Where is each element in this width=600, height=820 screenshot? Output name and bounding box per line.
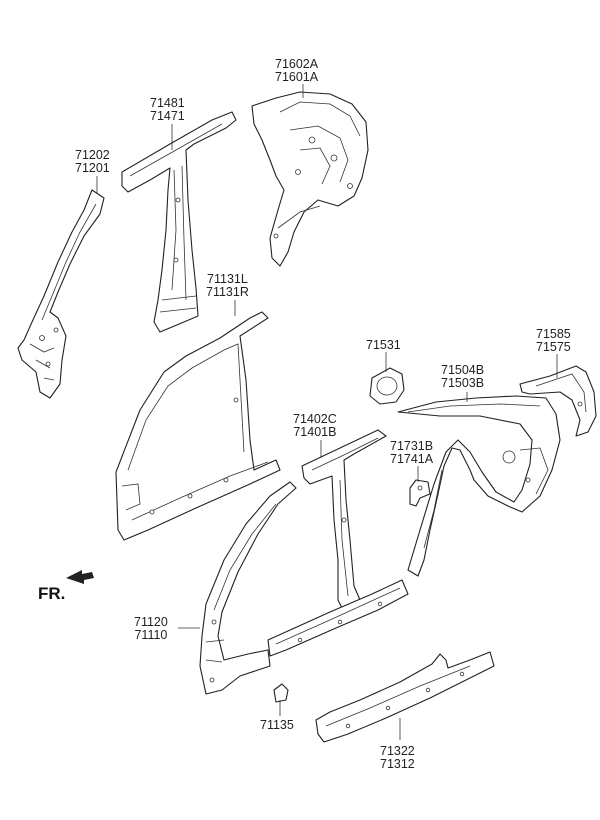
part-number: 71202	[75, 148, 110, 162]
part-number: 71601A	[275, 70, 319, 84]
part-number: 71585	[536, 327, 571, 341]
part-number: 71575	[536, 340, 571, 354]
part-number: 71504B	[441, 363, 485, 377]
callout-71322: 71322 71312	[380, 745, 415, 771]
part-number: 71481	[150, 96, 185, 110]
callout-71202: 71202 71201	[75, 149, 110, 175]
part-number: 71131L	[207, 272, 248, 286]
callout-71135: 71135	[260, 719, 294, 732]
side-sill-middle-part[interactable]	[267, 579, 409, 657]
callout-71131: 71131L 71131R	[206, 273, 249, 299]
callout-71602a: 71602A 71601A	[275, 58, 318, 84]
leader-lines	[96, 84, 558, 740]
rear-extension-part[interactable]	[519, 365, 597, 437]
part-number: 71503B	[441, 376, 485, 390]
part-number: 71120	[134, 615, 168, 629]
callout-71585: 71585 71575	[536, 328, 571, 354]
part-number: 71741A	[390, 452, 434, 466]
callout-71120: 71120 71110	[134, 616, 168, 642]
callout-71504b: 71504B 71503B	[441, 364, 484, 390]
part-number: 71402C	[293, 412, 337, 426]
callout-71531: 71531	[366, 339, 401, 352]
callout-71731b: 71731B 71741A	[390, 440, 433, 466]
callout-71402c: 71402C 71401B	[293, 413, 337, 439]
fuel-filler-housing-part[interactable]	[369, 367, 405, 405]
part-number: 71602A	[275, 57, 319, 71]
part-number: 71471	[150, 109, 185, 123]
quarter-outer-panel-part[interactable]	[397, 395, 561, 577]
part-number: 71322	[380, 744, 415, 758]
bracket-part[interactable]	[409, 479, 431, 507]
small-bracket-part[interactable]	[273, 683, 289, 703]
part-number: 71312	[380, 757, 415, 771]
side-sill-outer-part[interactable]	[315, 651, 495, 743]
quarter-inner-panel-part[interactable]	[251, 91, 369, 267]
part-number: 71201	[75, 161, 110, 175]
b-pillar-inner-upper-part[interactable]	[121, 111, 237, 333]
part-number: 71531	[366, 338, 401, 352]
front-pillar-outer-part[interactable]	[199, 481, 297, 695]
front-indicator-label: FR.	[38, 584, 66, 603]
part-number: 71135	[260, 718, 294, 732]
callout-71481: 71481 71471	[150, 97, 185, 123]
front-arrow-icon	[66, 570, 94, 584]
part-number: 71401B	[293, 425, 337, 439]
part-number: 71131R	[206, 285, 249, 299]
a-pillar-inner-part[interactable]	[17, 189, 105, 399]
side-outer-panel-part[interactable]	[115, 311, 281, 541]
part-number: 71731B	[390, 439, 434, 453]
part-number: 71110	[134, 628, 168, 642]
b-pillar-outer-part[interactable]	[301, 429, 387, 613]
